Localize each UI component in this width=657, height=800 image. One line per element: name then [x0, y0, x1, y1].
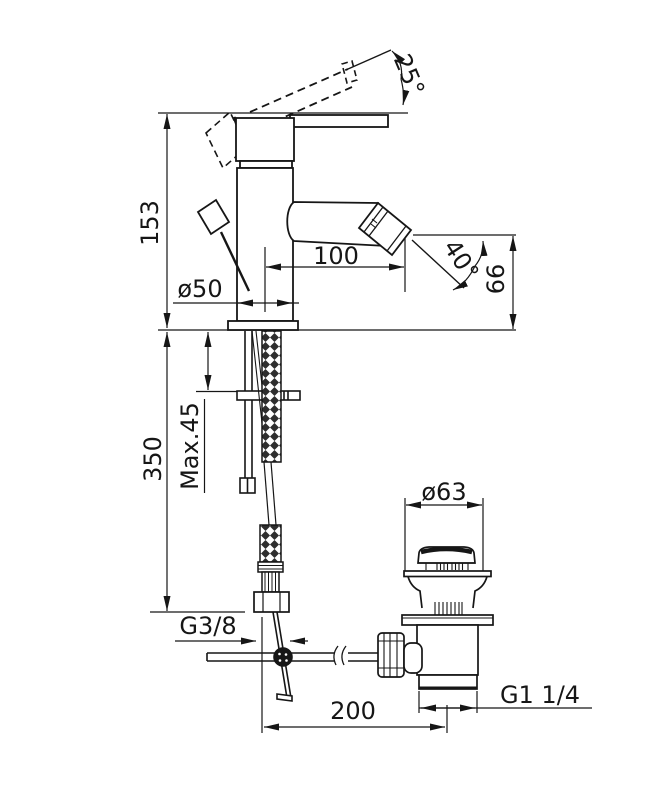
- dim-max-thickness: Max.45: [176, 402, 204, 490]
- dim-spout-reach: 100: [313, 242, 359, 270]
- dim-lever-angle: 25°: [388, 50, 430, 100]
- dim-body-diameter: ø50: [177, 275, 222, 303]
- dim-waste-cap-diameter: ø63: [421, 478, 466, 506]
- pop-up-rod-linkage: [206, 611, 378, 702]
- base-flange: [227, 320, 299, 331]
- spout: [286, 201, 388, 247]
- braided-hose-lower: [259, 524, 282, 563]
- drain-rim: [403, 570, 492, 578]
- waste-drain: [377, 546, 494, 690]
- aerator-head: [357, 201, 413, 257]
- dim-outlet-height: 66: [482, 264, 510, 295]
- extension-lines: [150, 112, 516, 733]
- dim-outlet-angle: 40°: [438, 235, 485, 286]
- dim-overall-height: 153: [136, 200, 164, 246]
- dimension-labels: 153 350 Max.45 ø50 100 66 40° 25° ø63 G3…: [136, 50, 580, 725]
- lever-handle: [289, 114, 389, 128]
- lever-raised-phantom: [205, 49, 392, 170]
- hose-nut: [253, 591, 290, 613]
- dim-waste-connection: G1 1/4: [500, 681, 580, 709]
- dim-waste-offset: 200: [330, 697, 376, 725]
- dim-hose-drop: 350: [139, 436, 167, 482]
- mixer-tap: [196, 114, 413, 331]
- clamp-nut: [377, 632, 405, 678]
- rod-swivel-joint: [403, 642, 423, 674]
- supply-hose: [251, 330, 290, 613]
- drain-flange: [401, 614, 494, 626]
- cartridge-housing: [235, 117, 295, 162]
- pull-rod-knob: [196, 198, 231, 236]
- collar-ring: [239, 160, 293, 169]
- dim-supply-connection: G3/8: [179, 612, 236, 640]
- braided-hose-upper: [261, 330, 282, 463]
- drain-body: [416, 624, 479, 676]
- linkage-ball-joint: [273, 647, 293, 667]
- dimension-lines: [163, 50, 592, 731]
- pull-rod-upper: [219, 231, 251, 292]
